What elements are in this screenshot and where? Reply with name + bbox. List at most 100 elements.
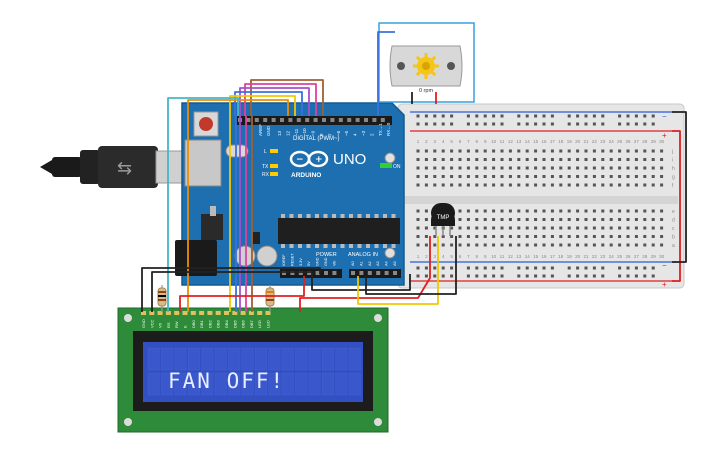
terminal-hole[interactable] — [466, 149, 470, 153]
rail-hole[interactable] — [492, 274, 496, 278]
terminal-hole[interactable] — [466, 166, 470, 170]
rail-hole[interactable] — [517, 274, 521, 278]
rail-hole[interactable] — [592, 266, 596, 270]
terminal-hole[interactable] — [609, 235, 613, 238]
terminal-hole[interactable] — [424, 158, 428, 161]
terminal-hole[interactable] — [450, 183, 454, 187]
rail-hole[interactable] — [626, 122, 630, 126]
terminal-hole[interactable] — [601, 209, 605, 213]
terminal-hole[interactable] — [567, 175, 571, 178]
terminal-hole[interactable] — [609, 166, 613, 170]
terminal-hole[interactable] — [492, 149, 496, 153]
rail-hole[interactable] — [592, 114, 596, 118]
terminal-hole[interactable] — [508, 158, 512, 161]
temperature-sensor[interactable]: TMP — [431, 203, 455, 236]
terminal-hole[interactable] — [651, 183, 655, 187]
digital-pin[interactable] — [313, 118, 318, 122]
terminal-hole[interactable] — [475, 149, 479, 153]
digital-pin[interactable] — [355, 118, 360, 122]
terminal-hole[interactable] — [550, 218, 554, 221]
rail-hole[interactable] — [651, 274, 655, 278]
power-pin[interactable] — [332, 271, 337, 275]
terminal-hole[interactable] — [475, 183, 479, 187]
digital-pin[interactable] — [271, 118, 276, 122]
terminal-hole[interactable] — [592, 226, 596, 230]
terminal-hole[interactable] — [450, 158, 454, 161]
terminal-hole[interactable] — [458, 183, 462, 187]
terminal-hole[interactable] — [475, 209, 479, 213]
terminal-hole[interactable] — [466, 175, 470, 178]
wire-blue-top[interactable] — [234, 91, 303, 116]
terminal-hole[interactable] — [550, 235, 554, 238]
wire-purple-top[interactable] — [239, 87, 310, 116]
terminal-hole[interactable] — [559, 235, 563, 238]
lcd-pin[interactable] — [257, 311, 263, 315]
rail-hole[interactable] — [517, 122, 521, 126]
terminal-hole[interactable] — [550, 209, 554, 213]
rail-hole[interactable] — [651, 114, 655, 118]
wire-brown-top[interactable] — [250, 79, 324, 116]
terminal-hole[interactable] — [441, 166, 445, 170]
wire-black-sensor[interactable] — [365, 236, 457, 295]
lcd-pin[interactable] — [165, 311, 171, 315]
terminal-hole[interactable] — [651, 166, 655, 170]
wire-black-rail-bridge[interactable] — [672, 111, 687, 263]
terminal-hole[interactable] — [441, 175, 445, 178]
rail-hole[interactable] — [534, 266, 538, 270]
terminal-hole[interactable] — [567, 149, 571, 153]
rail-hole[interactable] — [567, 114, 571, 118]
terminal-hole[interactable] — [626, 175, 630, 178]
lcd-pin[interactable] — [248, 311, 254, 315]
terminal-hole[interactable] — [643, 166, 647, 170]
lcd-pin[interactable] — [215, 311, 221, 315]
terminal-hole[interactable] — [634, 218, 638, 221]
terminal-hole[interactable] — [441, 149, 445, 153]
terminal-hole[interactable] — [433, 175, 437, 178]
terminal-hole[interactable] — [525, 209, 529, 213]
terminal-hole[interactable] — [660, 243, 664, 247]
terminal-hole[interactable] — [643, 243, 647, 247]
wire-teal-top[interactable] — [167, 97, 239, 312]
terminal-hole[interactable] — [626, 149, 630, 153]
rail-hole[interactable] — [601, 122, 605, 126]
terminal-hole[interactable] — [466, 226, 470, 230]
rail-hole[interactable] — [433, 274, 437, 278]
terminal-hole[interactable] — [508, 183, 512, 187]
terminal-hole[interactable] — [508, 235, 512, 238]
rail-hole[interactable] — [643, 266, 647, 270]
rail-hole[interactable] — [525, 114, 529, 118]
terminal-hole[interactable] — [500, 183, 504, 187]
rail-hole[interactable] — [466, 274, 470, 278]
power-pin[interactable] — [298, 271, 303, 275]
terminal-hole[interactable] — [592, 243, 596, 247]
rail-hole[interactable] — [601, 114, 605, 118]
terminal-hole[interactable] — [517, 158, 521, 161]
terminal-hole[interactable] — [601, 218, 605, 221]
wire-yellow-sensor[interactable] — [357, 236, 439, 305]
terminal-hole[interactable] — [534, 226, 538, 230]
terminal-hole[interactable] — [584, 226, 588, 230]
terminal-hole[interactable] — [626, 226, 630, 230]
terminal-hole[interactable] — [508, 209, 512, 213]
terminal-hole[interactable] — [634, 183, 638, 187]
terminal-hole[interactable] — [559, 158, 563, 161]
terminal-hole[interactable] — [450, 243, 454, 247]
rail-hole[interactable] — [483, 122, 487, 126]
power-pin-header[interactable] — [282, 271, 337, 275]
terminal-hole[interactable] — [601, 149, 605, 153]
rail-hole[interactable] — [651, 122, 655, 126]
terminal-hole[interactable] — [525, 235, 529, 238]
rail-hole[interactable] — [550, 266, 554, 270]
terminal-hole[interactable] — [500, 166, 504, 170]
rail-hole[interactable] — [441, 266, 445, 270]
terminal-hole[interactable] — [584, 209, 588, 213]
terminal-hole[interactable] — [550, 183, 554, 187]
terminal-hole[interactable] — [567, 226, 571, 230]
rail-hole[interactable] — [618, 114, 622, 118]
terminal-hole[interactable] — [424, 226, 428, 230]
rail-hole[interactable] — [450, 114, 454, 118]
rail-hole[interactable] — [576, 266, 580, 270]
terminal-hole[interactable] — [643, 175, 647, 178]
terminal-hole[interactable] — [618, 166, 622, 170]
